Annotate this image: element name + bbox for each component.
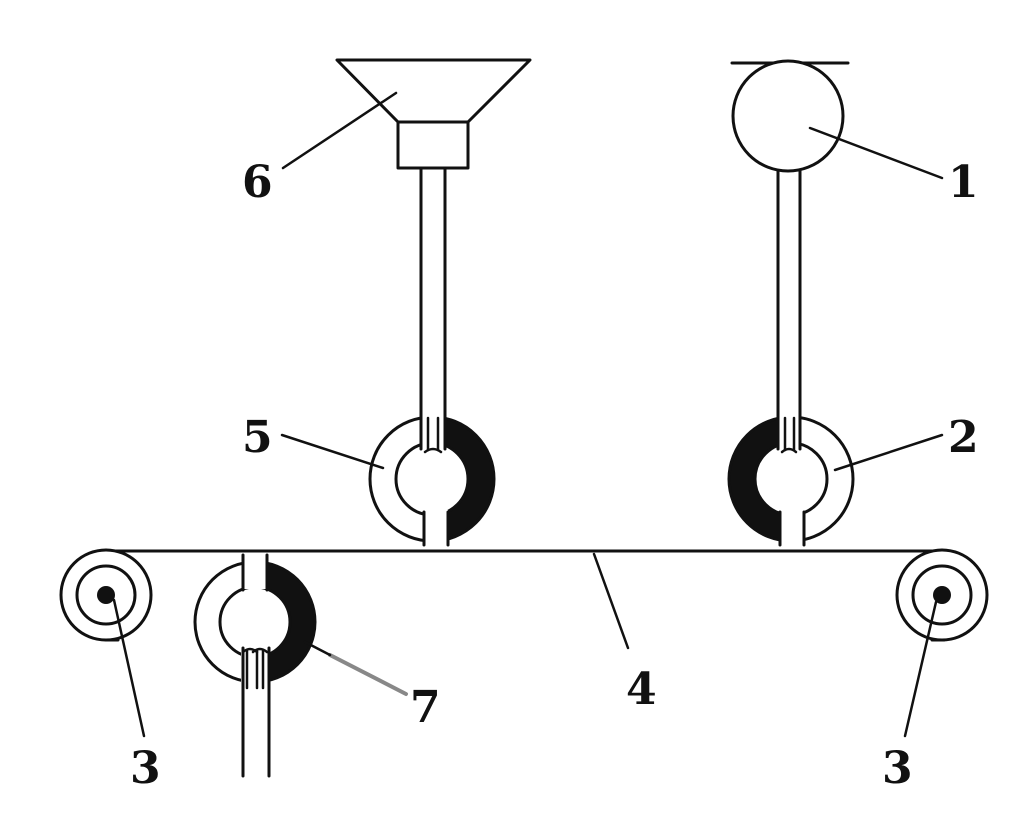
spherical-vessel xyxy=(730,59,850,173)
lower-tube xyxy=(241,646,271,778)
label-2: 2 xyxy=(948,412,979,463)
label-3-right: 3 xyxy=(882,743,913,794)
label-7: 7 xyxy=(410,682,441,733)
roller-right xyxy=(895,548,989,642)
label-4: 4 xyxy=(626,664,657,715)
leader-lines xyxy=(112,91,944,738)
label-6: 6 xyxy=(242,157,273,208)
label-1: 1 xyxy=(948,157,979,208)
split-ring-7 xyxy=(193,553,317,690)
funnel-tube xyxy=(419,166,447,448)
roller-left xyxy=(59,548,153,642)
vessel-tube xyxy=(776,169,802,448)
funnel xyxy=(335,58,532,170)
label-3-left: 3 xyxy=(130,743,161,794)
split-ring-5 xyxy=(368,411,496,547)
label-5: 5 xyxy=(242,412,273,463)
split-ring-2 xyxy=(727,411,855,547)
